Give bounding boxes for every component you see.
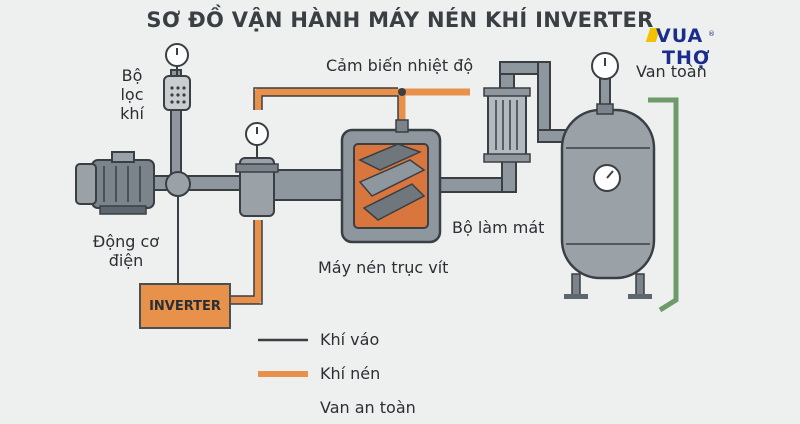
cooler xyxy=(483,87,531,163)
electric-motor xyxy=(75,151,155,215)
label-safety-valve-top: Van toàn xyxy=(636,62,707,81)
brand-logo-line2: THỢ xyxy=(662,47,711,69)
tank-gauge-icon xyxy=(593,164,621,192)
intake-valve xyxy=(235,144,279,217)
label-temp-sensor: Cảm biến nhiệt độ xyxy=(326,56,474,75)
label-motor: Động cơ điện xyxy=(92,232,160,270)
intake-gauge-icon xyxy=(245,122,269,146)
air-filter xyxy=(163,75,191,111)
filter-gauge-icon xyxy=(165,43,189,76)
label-compressor: Máy nén trục vít xyxy=(318,258,449,277)
return-line xyxy=(648,97,679,313)
compressed-air-outline xyxy=(231,87,399,305)
brand-logo: VUA THỢ ® xyxy=(645,24,718,72)
brand-logo-line1: VUA xyxy=(656,25,704,47)
inverter-box: INVERTER xyxy=(139,283,231,329)
legend-safety-valve-label: Van an toàn xyxy=(320,398,416,417)
diagram-title: SƠ ĐỒ VẬN HÀNH MÁY NÉN KHÍ INVERTER xyxy=(146,8,654,32)
air-tank xyxy=(560,108,656,299)
screw-compressor xyxy=(340,88,442,244)
brand-logo-trademark: ® xyxy=(708,30,716,38)
compressed-air-lines xyxy=(231,88,470,304)
safety-valve-gauge-icon xyxy=(591,52,619,115)
legend-intake-label: Khí váo xyxy=(320,330,380,349)
label-cooler: Bộ làm mát xyxy=(452,218,545,237)
label-air-filter: Bộ lọc khí xyxy=(120,66,144,123)
legend-compressed-label: Khí nén xyxy=(320,364,381,383)
coupling-joint xyxy=(165,171,191,197)
